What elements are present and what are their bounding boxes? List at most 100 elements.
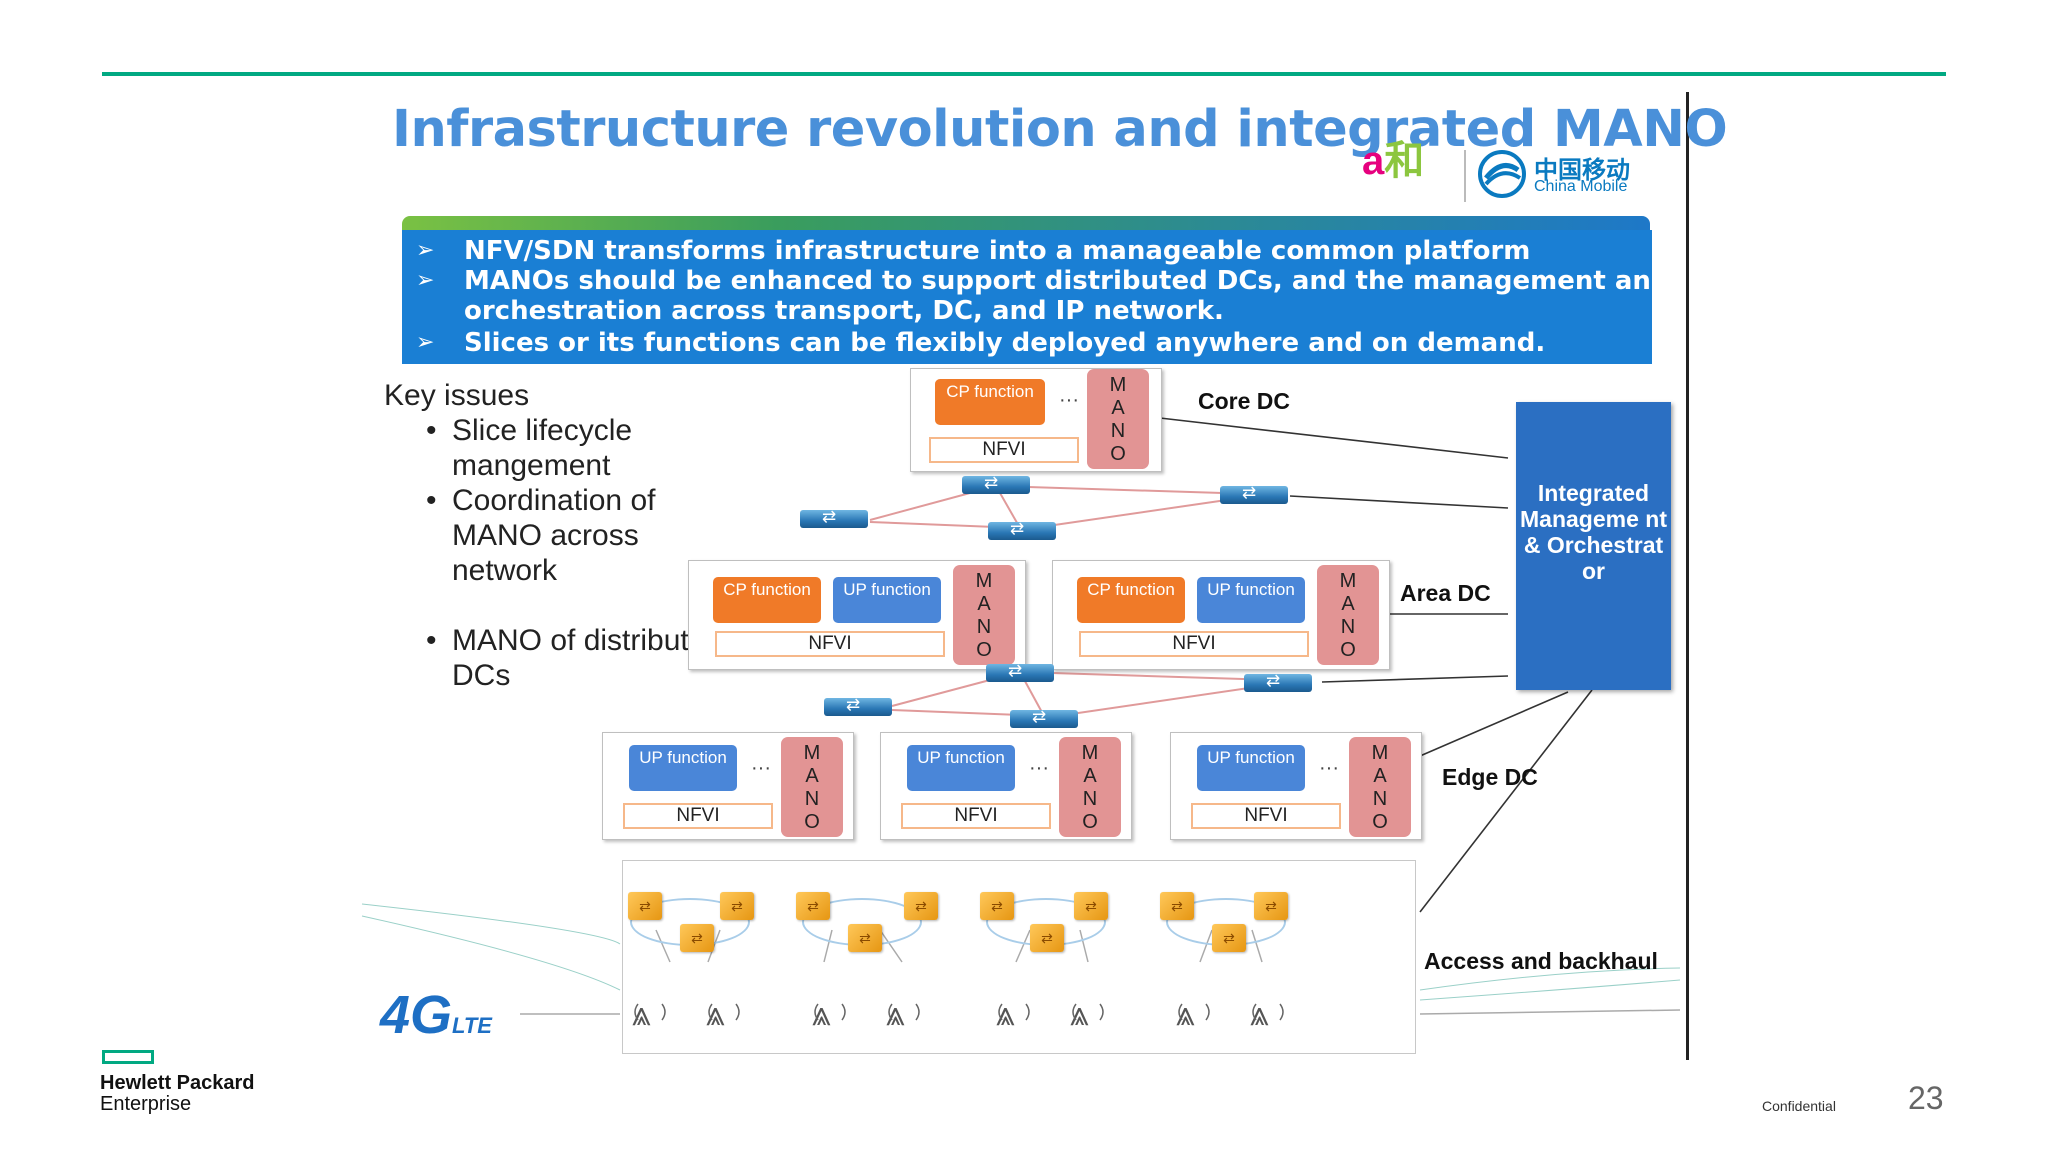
key-issue-text: Coordination of MANO across network: [452, 484, 656, 587]
router-icon: ⇄: [628, 892, 662, 920]
mano-block: M A N O: [1087, 369, 1149, 469]
china-mobile-zh: 中国移动: [1534, 157, 1630, 184]
lte-main-text: 4G: [380, 985, 453, 1045]
mano-letter: M: [1371, 742, 1389, 764]
mano-letter: N: [976, 616, 992, 638]
edge-dc-label: Edge DC: [1442, 764, 1538, 790]
mano-block: M A N O: [953, 565, 1015, 665]
hpe-logo-line2: Enterprise: [100, 1093, 192, 1115]
switch-icon: [1010, 707, 1078, 728]
bullet-dot: •: [426, 624, 437, 657]
bullet-dot: •: [426, 484, 437, 517]
router-icon: ⇄: [796, 892, 830, 920]
up-function-block: UP function: [907, 745, 1015, 791]
nfvi-block: NFVI: [1079, 631, 1309, 657]
key-issue-item: • Coordination of MANO across network: [426, 483, 742, 588]
nfvi-block: NFVI: [623, 803, 773, 829]
china-mobile-en: China Mobile: [1534, 178, 1628, 195]
radio-waves: [634, 1003, 1284, 1021]
router-icon: ⇄: [980, 892, 1014, 920]
edge-dc-box: UP function ··· NFVI M A N O: [1170, 732, 1422, 840]
switch-icon: [986, 661, 1054, 682]
and-logo: a和: [1362, 141, 1424, 181]
mano-letter: N: [1110, 420, 1126, 442]
nfvi-block: NFVI: [929, 437, 1079, 463]
mano-letter: N: [1340, 616, 1356, 638]
integrated-orchestrator-box: Integrated Manageme nt & Orchestrat or: [1516, 402, 1671, 690]
ellipsis: ···: [1029, 757, 1049, 779]
core-dc-box: CP function ··· NFVI M A N O: [910, 368, 1162, 472]
mano-letter: M: [1109, 374, 1127, 396]
ellipsis: ···: [1319, 757, 1339, 779]
hpe-logo-line1: Hewlett Packard: [100, 1072, 255, 1094]
switch-icon: [988, 519, 1056, 540]
switch-icon: [824, 695, 892, 716]
mano-letter: A: [805, 765, 819, 787]
nfvi-block: NFVI: [715, 631, 945, 657]
key-issue-text: MANO of distributed DCs: [452, 624, 723, 692]
mano-letter: N: [1082, 788, 1098, 810]
mano-letter: O: [1110, 443, 1126, 465]
router-icon: ⇄: [1030, 924, 1064, 952]
area-dc-box: CP function UP function NFVI M A N O: [1052, 560, 1390, 670]
ellipsis: ···: [1059, 389, 1079, 411]
mano-letter: O: [1082, 811, 1098, 833]
mano-block: M A N O: [1059, 737, 1121, 837]
router-icon: ⇄: [680, 924, 714, 952]
slide-title: Infrastructure revolution and integrated…: [392, 100, 1728, 159]
edge-dc-box: UP function ··· NFVI M A N O: [602, 732, 854, 840]
confidential-label: Confidential: [1762, 1098, 1836, 1114]
mano-letter: M: [975, 570, 993, 592]
area-dc-label: Area DC: [1400, 580, 1491, 606]
router-icon: ⇄: [720, 892, 754, 920]
router-icon: ⇄: [1074, 892, 1108, 920]
router-icon: ⇄: [1160, 892, 1194, 920]
cp-function-block: CP function: [713, 577, 821, 623]
switch-icon: [1220, 483, 1288, 504]
arrow-bullet-icon: ➢: [416, 268, 435, 293]
vertical-divider: [1686, 92, 1689, 1060]
china-mobile-logo-icon: [1478, 150, 1526, 198]
access-backhaul-box: [622, 860, 1416, 1054]
switch-icon: [800, 507, 868, 528]
bullet-dot: •: [426, 414, 437, 447]
router-icon: ⇄: [1212, 924, 1246, 952]
key-issue-item: • MANO of distributed DCs: [426, 623, 742, 693]
ellipsis: ···: [751, 757, 771, 779]
router-icon: ⇄: [904, 892, 938, 920]
mano-letter: N: [804, 788, 820, 810]
switch-icon: [1244, 671, 1312, 692]
top-accent-rule: [102, 72, 1946, 76]
and-logo-text: 和: [1384, 139, 1425, 183]
core-dc-label: Core DC: [1198, 388, 1291, 414]
router-icon: ⇄: [1254, 892, 1288, 920]
mano-letter: O: [804, 811, 820, 833]
up-function-block: UP function: [1197, 577, 1305, 623]
up-function-block: UP function: [1197, 745, 1305, 791]
mano-letter: N: [1372, 788, 1388, 810]
up-function-block: UP function: [833, 577, 941, 623]
bullet-banner: ➢ NFV/SDN transforms infrastructure into…: [402, 230, 1669, 364]
mano-letter: A: [1083, 765, 1097, 787]
hpe-logo-element: [102, 1050, 154, 1064]
logo-separator: [1464, 150, 1466, 202]
mano-letter: O: [1340, 639, 1356, 661]
mano-letter: A: [1341, 593, 1355, 615]
up-function-block: UP function: [629, 745, 737, 791]
arrow-bullet-icon: ➢: [416, 238, 435, 263]
mano-letter: M: [803, 742, 821, 764]
4g-lte-logo: 4GLTE: [380, 984, 492, 1046]
heart-icon: a: [1362, 139, 1385, 183]
mano-letter: M: [1339, 570, 1357, 592]
area-dc-box: CP function UP function NFVI M A N O: [688, 560, 1026, 670]
mano-letter: A: [1373, 765, 1387, 787]
mano-letter: O: [1372, 811, 1388, 833]
mano-letter: A: [1111, 397, 1125, 419]
cp-function-block: CP function: [935, 379, 1045, 425]
access-backhaul-label: Access and backhaul: [1424, 948, 1658, 974]
nfvi-block: NFVI: [1191, 803, 1341, 829]
key-issues-panel: Key issues • Slice lifecycle mangement •…: [384, 378, 722, 692]
edge-dc-box: UP function ··· NFVI M A N O: [880, 732, 1132, 840]
key-issue-item: • Slice lifecycle mangement: [426, 413, 742, 483]
mano-letter: O: [976, 639, 992, 661]
